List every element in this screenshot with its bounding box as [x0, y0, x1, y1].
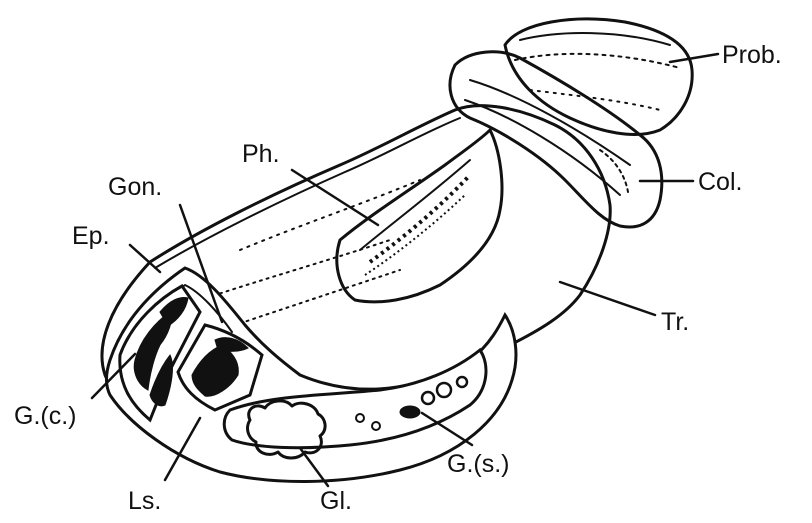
label-ls: Ls.	[128, 487, 161, 515]
label-gc: G.(c.)	[14, 402, 77, 430]
label-gs: G.(s.)	[447, 450, 510, 478]
label-col: Col.	[698, 168, 742, 196]
label-gl: Gl.	[320, 487, 352, 515]
leader-tr	[560, 282, 655, 315]
label-ep: Ep.	[72, 222, 110, 250]
label-gon: Gon.	[108, 173, 162, 201]
label-tr: Tr.	[661, 308, 689, 336]
leader-ph	[292, 170, 378, 225]
leader-prob	[670, 54, 718, 62]
label-ph: Ph.	[242, 140, 280, 168]
label-prob: Prob.	[722, 41, 782, 69]
collar	[450, 52, 662, 227]
